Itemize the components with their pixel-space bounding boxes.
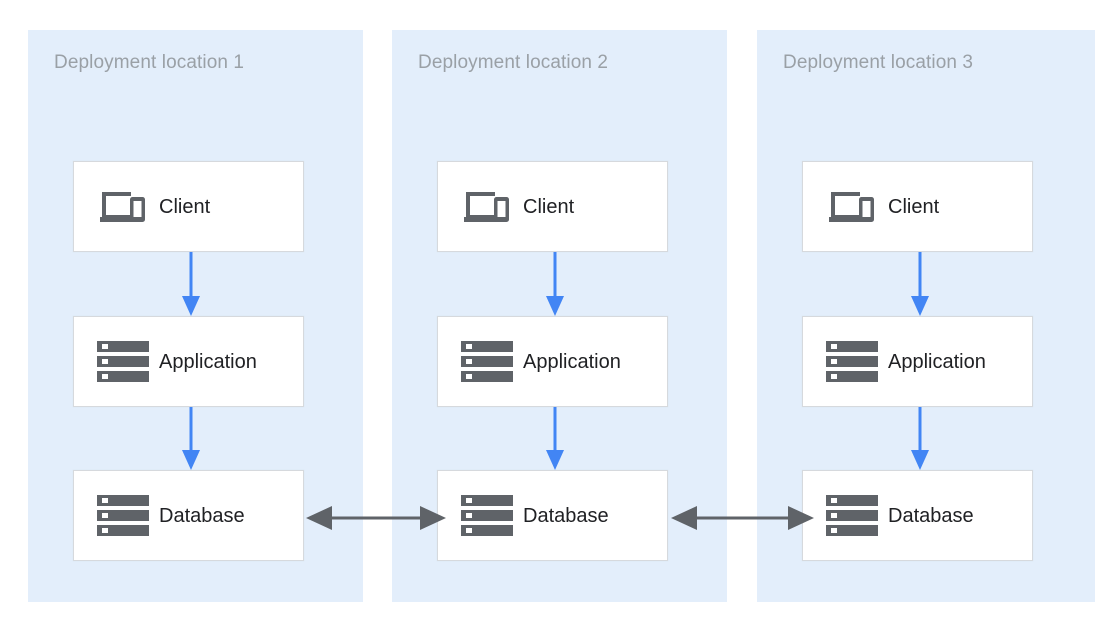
server-icon <box>459 340 515 384</box>
node-database-3[interactable]: Database <box>802 470 1033 561</box>
deployment-location-panel-3: Deployment location 3 Client <box>757 30 1095 602</box>
server-icon <box>95 340 151 384</box>
panel-title-3: Deployment location 3 <box>783 52 974 73</box>
arrow-client-to-application-2 <box>540 252 570 318</box>
node-client-3[interactable]: Client <box>802 161 1033 252</box>
devices-icon <box>95 189 151 225</box>
server-icon <box>459 494 515 538</box>
node-label: Database <box>159 504 245 527</box>
node-label: Application <box>159 350 257 373</box>
server-icon <box>824 494 880 538</box>
arrow-application-to-database-1 <box>176 407 206 472</box>
node-label: Application <box>523 350 621 373</box>
node-application-3[interactable]: Application <box>802 316 1033 407</box>
node-label: Client <box>159 195 211 218</box>
deployment-location-panel-1: Deployment location 1 Client <box>28 30 363 602</box>
devices-icon <box>824 189 880 225</box>
devices-icon <box>459 189 515 225</box>
arrow-client-to-application-1 <box>176 252 206 318</box>
node-client-2[interactable]: Client <box>437 161 668 252</box>
node-application-2[interactable]: Application <box>437 316 668 407</box>
deployment-location-panel-2: Deployment location 2 Client <box>392 30 727 602</box>
node-database-2[interactable]: Database <box>437 470 668 561</box>
panel-title-2: Deployment location 2 <box>418 52 609 73</box>
arrow-application-to-database-3 <box>905 407 935 472</box>
node-label: Client <box>888 195 940 218</box>
node-label: Client <box>523 195 575 218</box>
node-database-1[interactable]: Database <box>73 470 304 561</box>
panel-title-1: Deployment location 1 <box>54 52 245 73</box>
arrow-client-to-application-3 <box>905 252 935 318</box>
arrow-database-1-to-database-2 <box>306 500 446 536</box>
node-client-1[interactable]: Client <box>73 161 304 252</box>
arrow-database-2-to-database-3 <box>671 500 814 536</box>
server-icon <box>95 494 151 538</box>
arrow-application-to-database-2 <box>540 407 570 472</box>
node-label: Database <box>888 504 974 527</box>
node-label: Database <box>523 504 609 527</box>
node-label: Application <box>888 350 986 373</box>
node-application-1[interactable]: Application <box>73 316 304 407</box>
server-icon <box>824 340 880 384</box>
